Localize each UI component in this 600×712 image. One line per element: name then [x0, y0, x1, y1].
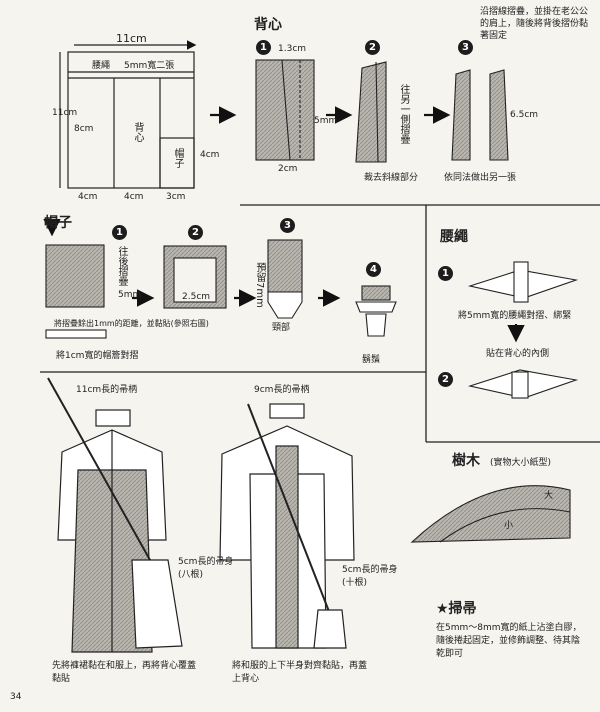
back-s3-note: 依同法做出另一張 — [444, 173, 517, 183]
section-title-tree: 樹木 — [452, 453, 480, 469]
back-s3-height: 6.5cm — [510, 110, 539, 120]
back-s1-gap: 5mm — [314, 116, 338, 126]
back-step1-diagram — [255, 59, 315, 161]
hat-step2-diagram — [163, 245, 227, 309]
back-s2-cut-note: 裁去斜線部分 — [364, 173, 419, 183]
hat-s4-beard: 鬍鬚 — [362, 355, 381, 365]
hat-s3-neck: 頸部 — [272, 323, 291, 333]
layout-hat-height: 4cm — [200, 150, 220, 160]
layout-dim-3: 3cm — [166, 192, 186, 202]
layout-inner-height: 8cm — [74, 124, 94, 134]
step-number-3: 3 — [280, 218, 295, 233]
left-brush-label: 5cm長的帚身(八根) — [178, 557, 234, 580]
right-handle-label: 9cm長的帚柄 — [254, 385, 310, 395]
section-title-hat: 帽子 — [44, 215, 72, 231]
layout-width: 11cm — [116, 32, 147, 45]
hat-step4-diagram — [355, 285, 397, 337]
hat-s1-fold-depth: 5mm — [118, 290, 142, 300]
layout-hat-label: 帽子 — [172, 148, 183, 168]
back-step2-diagram — [355, 61, 387, 163]
layout-dim-1: 4cm — [78, 192, 98, 202]
hat-s1-fold: 往後摺疊 — [116, 246, 127, 286]
belt-s1-note: 將5mm寬的腰繩對摺、綁緊 — [458, 311, 572, 321]
layout-belt-label: 腰繩 — [92, 61, 111, 71]
tree-template — [410, 485, 571, 543]
tree-label-big: 大 — [544, 491, 554, 501]
hat-s3-keep: 預留7mm — [254, 262, 265, 308]
step-number-1: 1 — [112, 225, 127, 240]
left-handle-label: 11cm長的帚柄 — [76, 385, 138, 395]
layout-diagram — [59, 40, 197, 189]
left-caption: 先將褲裙黏在和服上，再將背心覆蓋黏貼 — [52, 661, 197, 684]
belt-diagram — [467, 261, 579, 399]
step-number-4: 4 — [366, 262, 381, 277]
right-brush-label: 5cm長的帚身(十根) — [342, 565, 398, 588]
layout-height: 11cm — [52, 108, 78, 118]
tree-note: (實物大小紙型) — [490, 458, 552, 468]
belt-s2-note: 貼在背心的內側 — [486, 349, 550, 359]
step-number-1: 1 — [256, 40, 271, 55]
hat-s1-strip: 將1cm寬的帽簷對摺 — [56, 351, 139, 361]
left-old-man-figure — [47, 377, 183, 653]
broom-instructions: 在5mm～8mm寬的紙上沾塗白膠，隨後捲起固定，並修飾調整、待其陰乾即可 — [436, 623, 582, 660]
back-s3-instruction: 沿摺線摺疊，並掛在老公公的肩上，隨後將背後摺份黏著固定 — [480, 7, 589, 42]
hat-s2-size: 2.5cm — [182, 292, 211, 302]
back-step3-diagram — [451, 69, 509, 161]
step-number-2: 2 — [188, 225, 203, 240]
page-number: 34 — [10, 692, 22, 702]
layout-back-label: 背心 — [132, 122, 143, 142]
right-old-man-figure — [219, 403, 355, 649]
hat-step3-diagram — [267, 239, 303, 319]
hat-s1-note: 將摺疊餘出1mm的距離，並黏貼(參照右圖) — [54, 319, 209, 328]
step-number-2: 2 — [438, 372, 453, 387]
step-number-2: 2 — [365, 40, 380, 55]
right-caption: 將和服的上下半身對齊黏貼，再蓋上背心 — [232, 661, 368, 684]
hat-step1-diagram — [45, 244, 107, 339]
step-number-1: 1 — [438, 266, 453, 281]
back-s1-bottom: 2cm — [278, 164, 298, 174]
section-title-belt: 腰繩 — [440, 229, 468, 245]
frame-lines — [40, 204, 600, 443]
tree-label-small: 小 — [504, 521, 514, 531]
section-title-broom: ★掃帚 — [436, 601, 477, 617]
section-title-back: 背心 — [254, 17, 282, 33]
back-s1-width: 1.3cm — [278, 44, 307, 54]
step-number-3: 3 — [458, 40, 473, 55]
layout-belt-strip: 5mm寬二張 — [124, 61, 175, 71]
back-s2-fold-note: 往另一側摺疊 — [398, 84, 409, 144]
layout-dim-2: 4cm — [124, 192, 144, 202]
step-arrows — [43, 106, 525, 343]
